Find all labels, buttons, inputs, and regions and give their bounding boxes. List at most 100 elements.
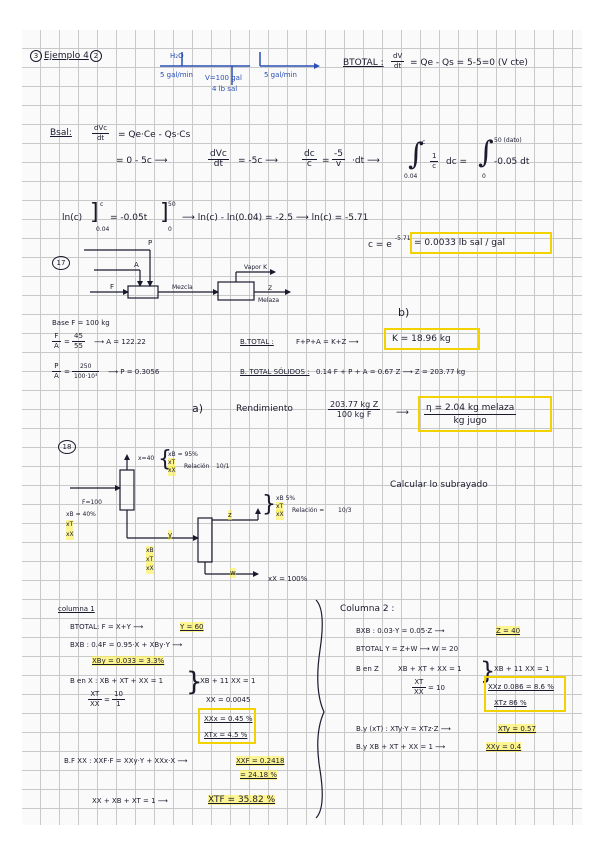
p17-rend-arrow: ⟶: [396, 408, 409, 418]
col1-l1-result: Y = 60: [180, 622, 204, 632]
sal-line-1: = Qe·Ce - Qs·Cs: [118, 130, 191, 140]
col1-result-box: [198, 708, 256, 744]
eval-2-lower: 0: [168, 226, 172, 233]
concentration-exponent: -5.71: [395, 235, 411, 242]
example-number: 3: [30, 50, 42, 62]
p18-xt-top: xT: [168, 458, 176, 468]
bsal-label: Bsal:: [50, 128, 72, 138]
concentration-result-left: c = e: [368, 240, 392, 250]
stream-F: F: [110, 283, 115, 291]
eval-bracket-1: ]: [90, 200, 99, 225]
p18-xt-feed: xT: [66, 520, 74, 530]
p18-xx100: xX = 100%: [268, 575, 308, 583]
p18-xb-y: xB: [146, 546, 154, 556]
p17-eta-box: [418, 396, 552, 432]
ln-result-chain: ⟶ ln(c) - ln(0.04) = -2.5 ⟶ ln(c) = -5.7…: [182, 213, 369, 223]
concentration-result-box: [410, 232, 552, 254]
flow-in-label: 5 gal/min: [160, 71, 193, 79]
p17-a-label: a): [192, 402, 204, 415]
p17-k-box: [384, 328, 480, 350]
p18-calcular: Calcular lo subrayado: [390, 480, 488, 490]
stream-vapor: Vapor K: [244, 264, 268, 271]
sal-line-2b: = -5c ⟶: [238, 156, 279, 166]
col2-l5-result: XTy = 0.57: [498, 724, 536, 734]
p18-x40: x=40: [138, 455, 155, 462]
col1-l4b: XB + 11 XX = 1: [200, 677, 256, 685]
stream-A: A: [134, 261, 139, 269]
col2-l3a: XB + XT + XX = 1: [398, 665, 462, 673]
p18-xt-z: xT: [276, 502, 284, 512]
example-label: Ejemplo 4: [44, 51, 89, 61]
col2-l1-result: Z = 40: [496, 626, 521, 636]
p18-xb95: xB = 95%: [168, 451, 198, 458]
p17-ratio-pa-eq: =: [64, 368, 70, 376]
stream-melaza: Melaza: [258, 297, 280, 304]
p18-xx-y: xX: [146, 564, 154, 574]
p18-brace-2: }: [262, 492, 276, 517]
stream-P: P: [148, 239, 153, 247]
col1-l8: XX + XB + XT = 1 ⟶: [92, 797, 168, 805]
eval-rhs: = -0.05t: [110, 213, 148, 223]
p17-rendimiento: Rendimiento: [236, 404, 293, 414]
col1-box-line1: XXx = 0.45 %: [204, 715, 253, 723]
col1-l3-result: XBy = 0.033 = 3.3%: [92, 656, 165, 666]
col1-l7-result: = 24.18 %: [240, 770, 278, 780]
p18-relacion-2-val: 10/3: [338, 507, 352, 514]
p18-xx-feed: xX: [66, 530, 74, 540]
integral-2-lower: 0: [482, 173, 486, 180]
notebook-sheet: [22, 30, 582, 825]
stream-Z: Z: [268, 285, 273, 292]
col1-l4: B en X : XB + XT + XX = 1: [70, 677, 164, 685]
p17-base: Base F = 100 kg: [52, 319, 110, 327]
col1-title: columna 1: [58, 605, 95, 613]
concentration-result: = 0.0033 lb sal / gal: [414, 238, 506, 248]
p18-xx-z: xX: [276, 510, 284, 520]
problem-17-label: 17: [52, 256, 70, 270]
integral-sign-2: ∫: [478, 135, 494, 170]
example-mark: 2: [90, 50, 102, 62]
col2-l5: B.y (xT) : XTy·Y = XTz·Z ⟶: [356, 725, 451, 733]
stream-mezcla: Mezcla: [172, 284, 193, 291]
integral-2-upper: 50 (dato): [494, 137, 522, 144]
integral-1-body: dc =: [446, 157, 468, 167]
eval-1-lower: 0.04: [96, 226, 110, 233]
problem-18-label: 18: [58, 440, 76, 454]
p18-stream-y: y: [168, 530, 173, 540]
p17-k-result: K = 18.96 kg: [392, 334, 451, 344]
p18-xx-top: xX: [168, 466, 176, 476]
col1-l6-result: XXF = 0.2418: [236, 756, 285, 766]
col1-brace: }: [186, 667, 203, 697]
p18-stream-w: w: [230, 568, 236, 578]
integral-1-lower: 0.04: [404, 173, 418, 180]
col2-ratio-eq: = 10: [428, 684, 445, 692]
volume-label: V=100 gal: [205, 74, 242, 82]
col2-title: Columna 2 :: [340, 604, 395, 614]
p17-A-result: ⟶ A = 122.22: [94, 338, 146, 346]
p17-ratio-fa-eq: =: [64, 338, 70, 346]
p18-stream-z: z: [228, 510, 232, 520]
col1-l1: BTOTAL: F = X+Y ⟶: [70, 623, 144, 631]
p17-P-result: ⟶ P = 0.3056: [108, 368, 160, 376]
col1-box-line2: XTx = 4.5 %: [204, 731, 248, 739]
integral-2-body: -0.05 dt: [494, 157, 530, 167]
p18-F100: F=100: [82, 499, 102, 506]
flow-out-label: 5 gal/min: [264, 71, 297, 79]
col2-l2: BTOTAL Y = Z+W ⟶ W = 20: [356, 645, 459, 653]
p17-btotal-eq: F+P+A = K+Z ⟶: [296, 338, 359, 346]
p18-relacion: Relación: [184, 463, 210, 470]
sal-line-2d: =: [322, 156, 330, 166]
col2-result-box: [484, 676, 566, 712]
